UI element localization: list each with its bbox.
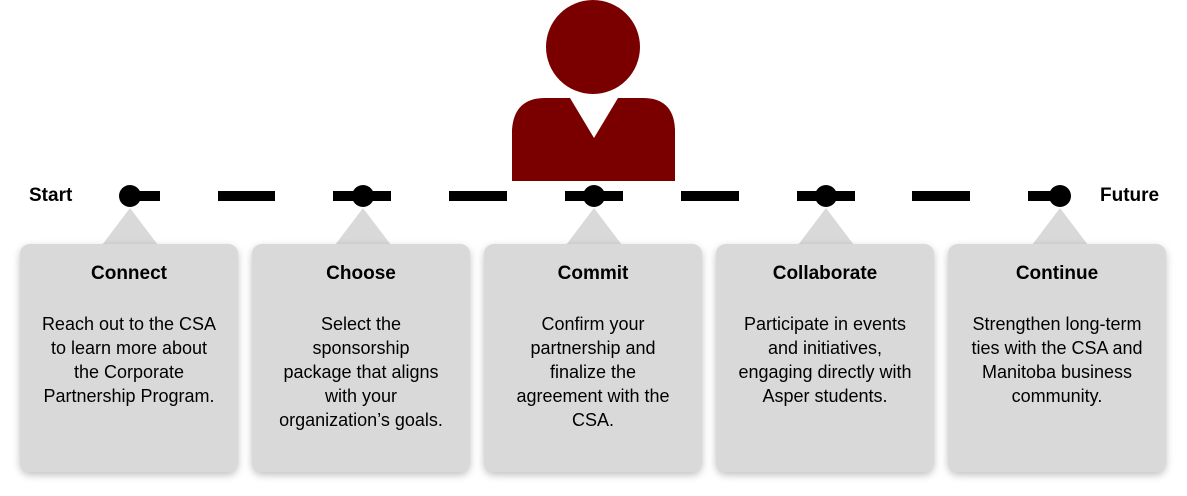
- step-description: Strengthen long-term ties with the CSA a…: [971, 314, 1143, 406]
- card-pointer: [102, 208, 158, 245]
- step-description: Confirm your partnership and finalize th…: [516, 314, 670, 430]
- person-icon: [512, 0, 675, 181]
- timeline-end-label: Future: [1100, 185, 1160, 206]
- timeline-node: [352, 185, 374, 207]
- card-pointer: [798, 208, 854, 245]
- step-title: Connect: [91, 263, 167, 284]
- step-card-connect: Connect Reach out to the CSA to learn mo…: [20, 244, 238, 472]
- step-card-commit: Commit Confirm your partnership and fina…: [484, 244, 702, 472]
- timeline-dash: [681, 191, 739, 201]
- timeline-dash: [1028, 191, 1060, 201]
- step-card-choose: Choose Select the sponsorship package th…: [252, 244, 470, 472]
- timeline-node: [815, 185, 837, 207]
- timeline-start-label: Start: [29, 185, 73, 206]
- timeline-node: [1049, 185, 1071, 207]
- step-description: Reach out to the CSA to learn more about…: [41, 314, 217, 406]
- timeline-dash: [130, 191, 160, 201]
- step-card-continue: Continue Strengthen long-term ties with …: [948, 244, 1166, 472]
- step-title: Collaborate: [772, 263, 878, 284]
- timeline-dash: [449, 191, 507, 201]
- step-title: Continue: [1015, 263, 1099, 284]
- step-card-collaborate: Collaborate Participate in events and in…: [716, 244, 934, 472]
- step-description: Select the sponsorship package that alig…: [279, 314, 443, 430]
- timeline-node: [583, 185, 605, 207]
- card-pointer: [335, 208, 391, 245]
- timeline-dash: [912, 191, 970, 201]
- step-title: Commit: [557, 263, 629, 284]
- step-title: Choose: [326, 263, 396, 284]
- card-pointer: [566, 208, 622, 245]
- step-description: Participate in events and initiatives, e…: [738, 314, 912, 406]
- timeline-node: [119, 185, 141, 207]
- timeline-dash: [218, 191, 275, 201]
- card-pointer: [1032, 208, 1088, 245]
- timeline: [119, 185, 1071, 207]
